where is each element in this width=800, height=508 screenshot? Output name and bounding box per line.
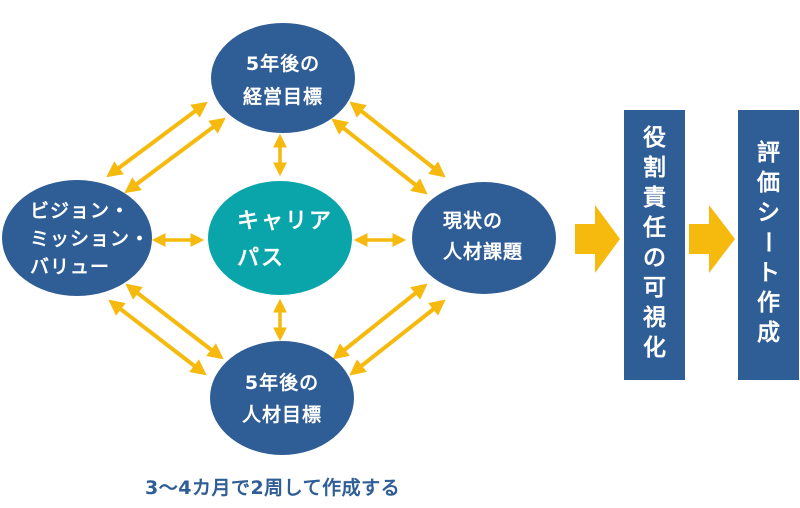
node-left-line2: ミッション・ xyxy=(30,228,150,250)
right-arrow-icon xyxy=(575,205,620,273)
node-right-current-issues: 現状の 人材課題 xyxy=(412,182,556,294)
step-char: 役 xyxy=(643,125,666,151)
arrow-left-top-inner xyxy=(124,117,226,194)
right-arrow-icon xyxy=(689,205,735,273)
node-top-management-goal: 5年後の 経営目標 xyxy=(211,23,355,133)
node-center-career-path: キャリア パス xyxy=(208,181,352,295)
step-char: 責 xyxy=(643,185,666,211)
step-char: シ xyxy=(757,200,780,226)
step-char: の xyxy=(643,245,666,271)
arrow-bottom-right-inner xyxy=(332,283,428,360)
node-top-line1: 5年後の xyxy=(246,52,320,75)
arrow-left-bottom-outer xyxy=(108,299,207,376)
cycle-caption: 3〜4カ月で2周して作成する xyxy=(145,476,400,499)
node-bottom-line1: 5年後の xyxy=(245,371,319,394)
step-char: 任 xyxy=(642,214,666,241)
node-center-line2: パス xyxy=(237,246,285,271)
step-char: 価 xyxy=(756,170,780,196)
step-char: 作 xyxy=(757,290,780,316)
node-top-line2: 経営目標 xyxy=(243,85,323,108)
step-char: ト xyxy=(757,260,780,286)
arrow-bottom-right-outer xyxy=(349,299,446,376)
step-char: 評 xyxy=(757,139,780,166)
step-char: 可 xyxy=(643,275,666,301)
node-center-line1: キャリア xyxy=(237,209,333,234)
node-right-line1: 現状の xyxy=(443,209,503,232)
arrow-left-bottom-inner xyxy=(125,283,224,360)
arrow-top-right-inner xyxy=(331,118,428,195)
connector-arrows xyxy=(106,101,446,376)
step-char: 成 xyxy=(757,320,780,346)
step-char: ー xyxy=(755,231,781,254)
step-char: 化 xyxy=(643,334,666,361)
step-char: 視 xyxy=(642,305,666,331)
node-bottom-line2: 人材目標 xyxy=(242,403,322,426)
node-right-line2: 人材課題 xyxy=(443,240,523,263)
step-char: 割 xyxy=(643,154,666,181)
arrow-top-right-outer xyxy=(349,101,446,178)
node-left-line1: ビジョン・ xyxy=(30,200,130,222)
node-left-line3: バリュー xyxy=(30,256,110,278)
node-left-vision: ビジョン・ ミッション・ バリュー xyxy=(2,180,152,296)
arrow-left-top-outer xyxy=(106,101,208,178)
node-bottom-talent-goal: 5年後の 人材目標 xyxy=(210,341,354,455)
